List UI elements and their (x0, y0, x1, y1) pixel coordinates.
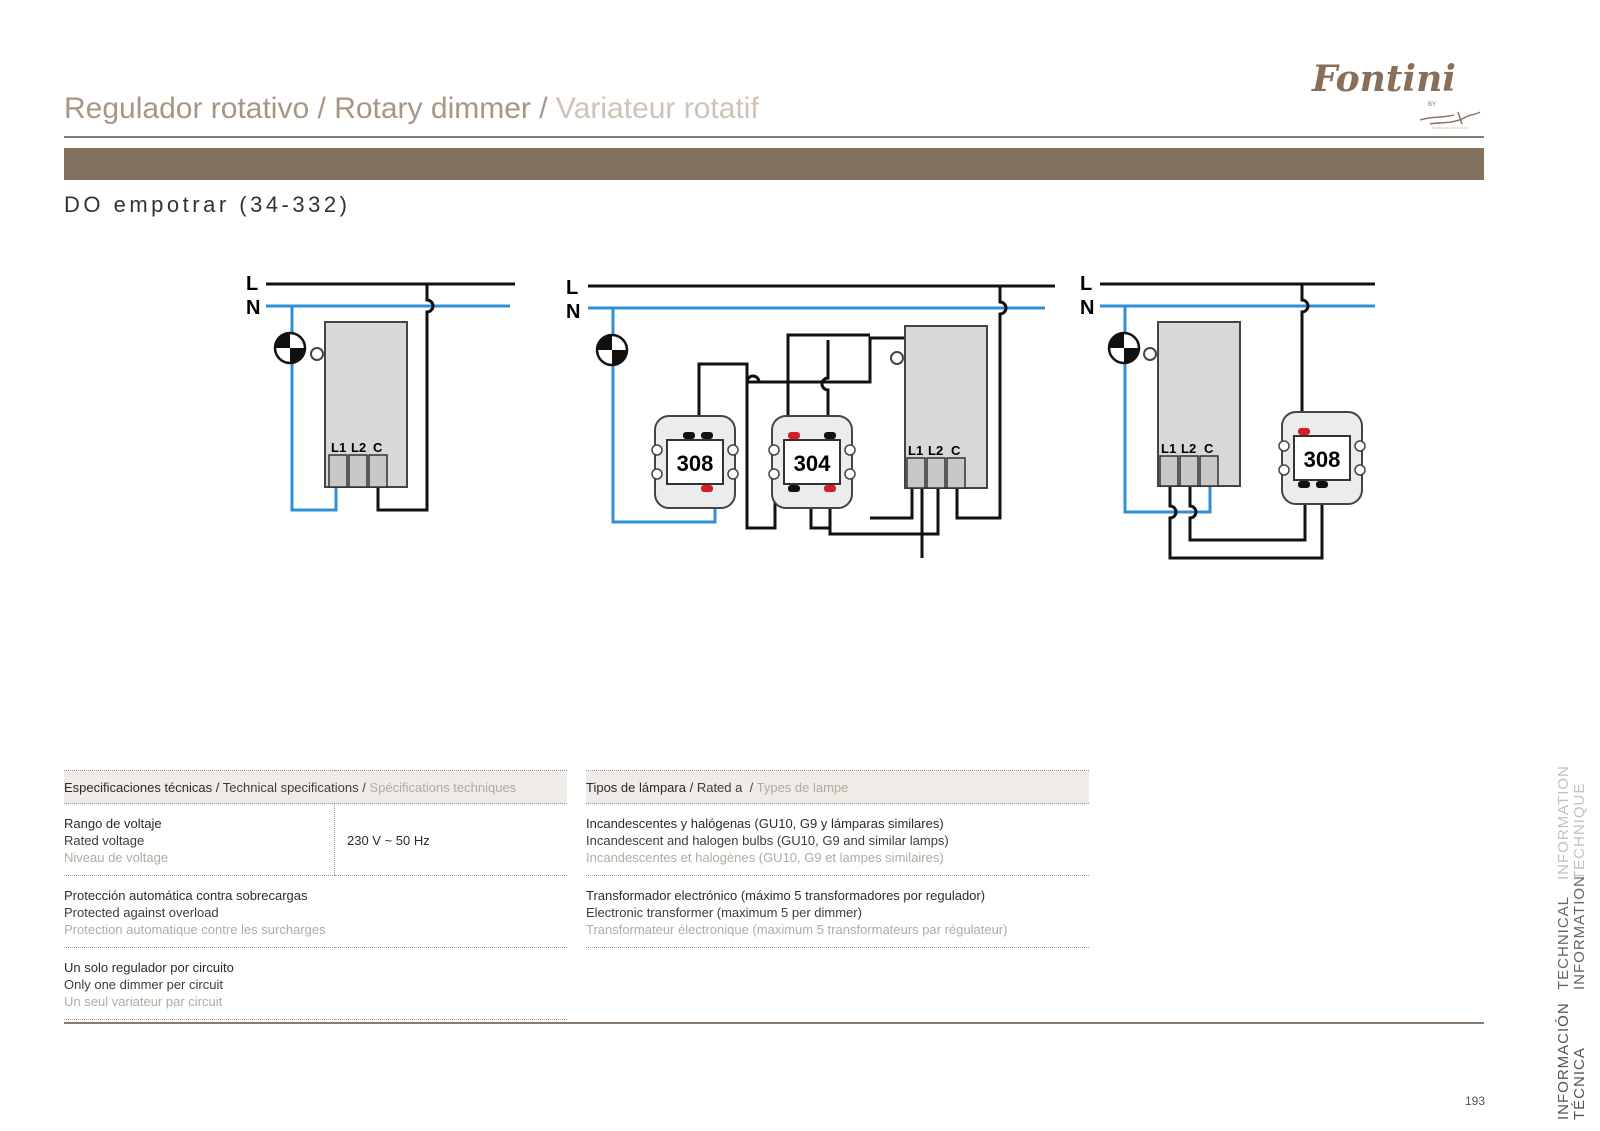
switch-label: 308 (1304, 447, 1341, 472)
specs-table: Especificaciones técnicas / Technical sp… (64, 770, 567, 1020)
switch-label: 304 (794, 451, 831, 476)
bottom-rule (64, 1022, 1484, 1024)
spec-value: 230 V ~ 50 Hz (334, 803, 567, 876)
title-separator: / (539, 92, 548, 125)
page-title: Regulador rotativo / Rotary dimmer / Var… (64, 92, 759, 126)
lamp-es: Incandescentes y halógenas (GU10, G9 y l… (586, 816, 944, 831)
brand-bar (64, 148, 1484, 180)
lamp-en: Incandescent and halogen bulbs (GU10, G9… (586, 833, 949, 848)
logo-wordmark: Fontini (1312, 58, 1456, 100)
section-subtitle: DO empotrar (34-332) (64, 192, 351, 217)
terminal-l1: L1 (908, 443, 923, 458)
lamps-header-fr: Types de lampe (756, 779, 849, 795)
title-es: Regulador rotativo (64, 92, 310, 125)
spec-row-circuit: Un solo regulador por circuito Only one … (64, 947, 567, 1020)
logo-by: BY (1428, 102, 1437, 108)
lamp-icon (595, 333, 629, 367)
diagram-single-dimmer: L N L1 L2 C (246, 273, 515, 512)
line-label: L (1080, 273, 1092, 295)
spec-en: Protected against overload (64, 905, 219, 920)
lamp-icon (1107, 331, 1141, 365)
terminal-l2: L2 (351, 440, 366, 455)
lamp-row-transformer: Transformador electrónico (máximo 5 tran… (586, 875, 1089, 948)
spec-es: Protección automática contra sobrecargas (64, 888, 308, 903)
lamp-fr: Transformateur électronique (maximum 5 t… (586, 922, 1008, 937)
spec-en: Rated voltage (64, 833, 145, 848)
lamp-fr: Incandescentes et halogènes (GU10, G9 et… (586, 850, 944, 865)
diagram-dimmer-with-switch: 308 L N L1 L2 C (1080, 273, 1375, 560)
title-rule (64, 136, 1484, 138)
terminal-l1: L1 (1161, 441, 1176, 456)
wiring-diagram: L N L1 L2 C 308 (246, 273, 1375, 560)
switch-308-a: 308 (651, 415, 739, 509)
spec-es: Un solo regulador por circuito (64, 960, 234, 975)
line-label: L (246, 273, 258, 295)
lamps-header: Tipos de lámpara / Rated a / Types de la… (586, 770, 1089, 804)
spec-es: Rango de voltaje (64, 816, 162, 831)
lamps-header-es: Tipos de lámpara (586, 779, 686, 795)
specs-header: Especificaciones técnicas / Technical sp… (64, 770, 567, 804)
spec-row-overload: Protección automática contra sobrecargas… (64, 875, 567, 948)
title-separator: / (317, 92, 326, 125)
lamp-es: Transformador electrónico (máximo 5 tran… (586, 888, 986, 903)
title-en: Rotary dimmer (334, 92, 531, 125)
switch-308-b: 308 (1278, 411, 1366, 505)
lamps-header-en: Rated a (696, 779, 743, 795)
spec-fr: Niveau de voltage (64, 850, 169, 865)
diagram-two-way-dimmer: 308 304 L N L1 L2 C (566, 277, 1055, 558)
spec-fr: Protection automatique contre les surcha… (64, 922, 326, 937)
fontini-logo: Fontini BY (1308, 56, 1484, 136)
spec-row-voltage: Rango de voltaje Rated voltage Niveau de… (64, 803, 567, 876)
terminal-l2: L2 (928, 443, 943, 458)
lamp-row-incandescent: Incandescentes y halógenas (GU10, G9 y l… (586, 803, 1089, 876)
page-number: 193 (1465, 1094, 1486, 1108)
lamp-icon (273, 331, 307, 365)
lamps-table: Tipos de lámpara / Rated a / Types de la… (586, 770, 1089, 948)
terminal-l1: L1 (331, 440, 346, 455)
terminal-c: C (373, 440, 383, 455)
neutral-label: N (1080, 297, 1094, 319)
specs-header-en: Technical specifications (222, 779, 359, 795)
title-fr: Variateur rotatif (555, 92, 759, 125)
terminal-l2: L2 (1181, 441, 1196, 456)
specs-header-es: Especificaciones técnicas (64, 779, 213, 795)
line-label: L (566, 277, 578, 299)
switch-label: 308 (677, 451, 714, 476)
spec-fr: Un seul variateur par circuit (64, 994, 223, 1009)
specs-header-fr: Spécifications techniques (369, 779, 517, 795)
spec-en: Only one dimmer per circuit (64, 977, 223, 992)
lamp-en: Electronic transformer (maximum 5 per di… (586, 905, 862, 920)
logo-signature-icon (1419, 111, 1481, 129)
neutral-label: N (566, 301, 580, 323)
terminal-c: C (1204, 441, 1214, 456)
neutral-label: N (246, 297, 260, 319)
switch-304: 304 (768, 415, 856, 509)
terminal-c: C (951, 443, 961, 458)
